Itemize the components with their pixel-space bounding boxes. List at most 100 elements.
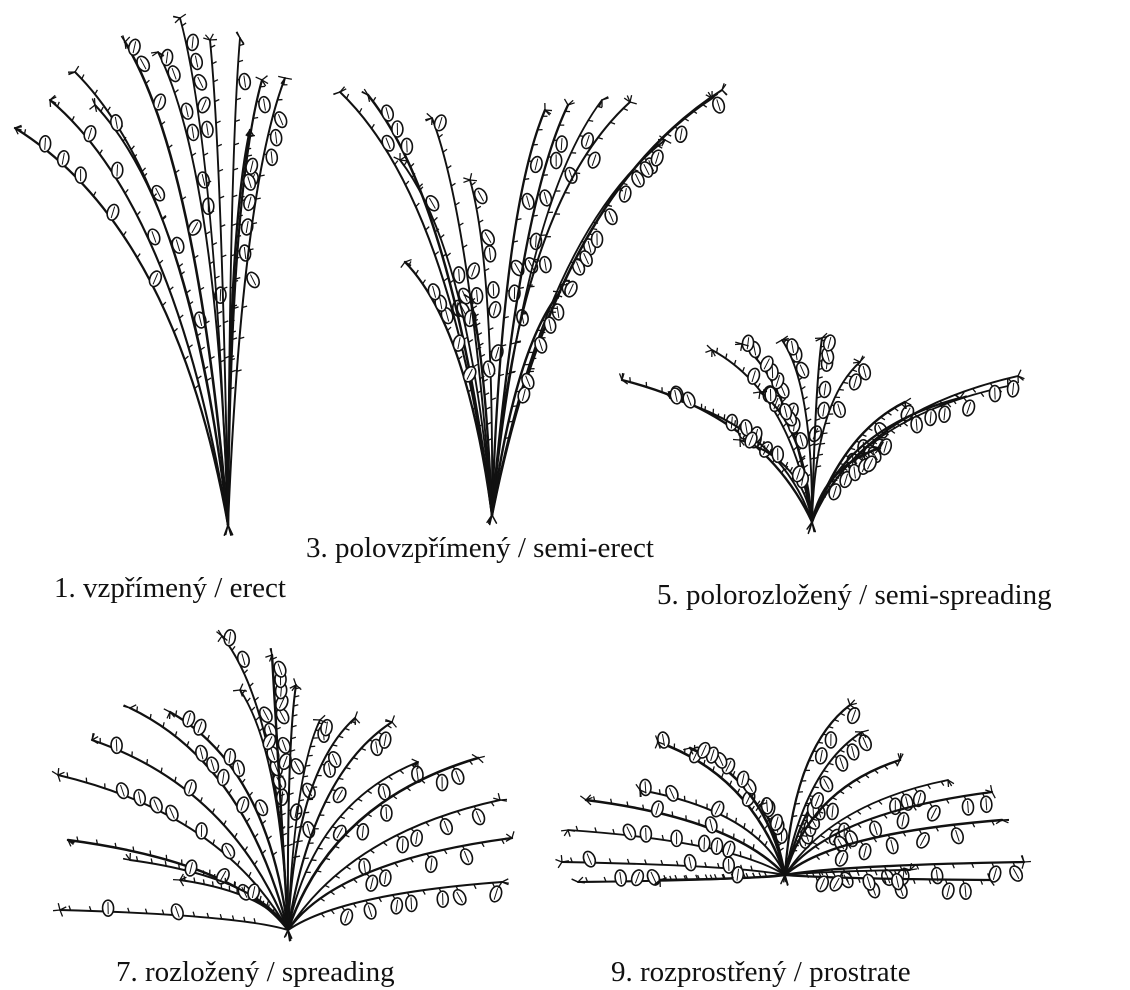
thorn: [353, 879, 357, 882]
thorn: [245, 847, 248, 851]
thorn: [510, 372, 515, 373]
tip-leaflet: [722, 90, 727, 95]
tip-leaflet: [992, 792, 995, 798]
thorn: [254, 861, 257, 865]
thorn: [726, 354, 727, 359]
thorn: [262, 850, 266, 854]
thorn: [255, 697, 259, 700]
thorn: [162, 302, 165, 306]
thorn: [820, 443, 825, 444]
thorn: [691, 840, 692, 845]
caption-erect: 1. vzpřímený / erect: [54, 574, 286, 603]
tip-leaflet: [478, 756, 485, 758]
thorn: [131, 146, 134, 150]
thorn: [325, 837, 330, 838]
tip-leaflet: [776, 340, 782, 343]
pod-seam: [116, 739, 117, 751]
thorn: [447, 253, 451, 256]
thorn: [736, 818, 737, 823]
thorn: [325, 885, 330, 887]
tip-leaflet: [470, 180, 477, 181]
thorn: [137, 211, 140, 215]
thorn: [752, 829, 753, 834]
thorn: [765, 841, 767, 846]
thorn: [865, 775, 869, 778]
tip-leaflet: [240, 684, 243, 690]
thorn: [244, 670, 247, 674]
thorn: [823, 433, 828, 434]
tip-leaflet: [630, 102, 637, 104]
thorn: [730, 781, 732, 786]
thorn: [175, 777, 176, 782]
thorn: [67, 772, 68, 777]
tip-leaflet: [470, 173, 472, 180]
plant-spreading: [52, 629, 514, 941]
thorn: [435, 252, 439, 255]
thorn: [894, 408, 898, 411]
thorn: [843, 382, 848, 383]
thorn: [346, 867, 350, 870]
tip-leaflet: [759, 392, 760, 399]
thorn: [361, 748, 366, 750]
thorn: [505, 438, 510, 439]
thorn: [108, 107, 111, 111]
thorn: [814, 787, 819, 788]
thorn: [524, 179, 529, 180]
thorn: [440, 235, 444, 238]
tip-leaflet: [427, 113, 432, 118]
tip-leaflet: [90, 105, 95, 109]
stem: [75, 72, 228, 525]
thorn: [426, 227, 430, 230]
thorn: [101, 107, 103, 111]
thorn: [170, 287, 174, 290]
tip-leaflet: [561, 855, 562, 862]
thorn: [321, 914, 324, 918]
tip-leaflet: [463, 180, 470, 182]
tip-leaflet: [854, 359, 860, 362]
thorn: [320, 898, 324, 901]
thorn: [839, 389, 844, 390]
thorn: [203, 879, 204, 884]
thorn: [342, 885, 346, 888]
tip-leaflet: [733, 439, 740, 440]
tip-leaflet: [545, 110, 552, 111]
tip-leaflet: [355, 711, 357, 718]
thorn: [879, 801, 882, 805]
thorn: [404, 161, 407, 165]
tip-leaflet: [75, 66, 79, 72]
thorn: [829, 763, 834, 764]
thorn: [684, 118, 688, 120]
caption-prostrate: 9. rozprostřený / prostrate: [611, 958, 911, 987]
thorn: [353, 758, 358, 760]
thorn: [598, 138, 603, 139]
thorn: [345, 835, 350, 837]
tip-leaflet: [210, 34, 213, 40]
tip-leaflet: [412, 759, 418, 762]
tip-leaflet: [630, 95, 632, 102]
tip-leaflet: [898, 753, 900, 760]
thorn: [847, 817, 851, 820]
tip-leaflet: [233, 690, 240, 691]
thorn: [298, 841, 303, 842]
thorn: [330, 892, 334, 895]
thorn: [137, 706, 138, 711]
thorn: [387, 725, 391, 728]
tip-leaflet: [580, 796, 586, 800]
thorn: [253, 117, 258, 118]
thorn: [623, 108, 628, 110]
tip-leaflet: [58, 903, 60, 910]
tip-leaflet: [478, 758, 483, 763]
thorn: [340, 817, 345, 819]
stem: [812, 376, 1018, 522]
tip-leaflet: [500, 800, 507, 801]
tip-leaflet: [553, 291, 560, 292]
tip-leaflet: [58, 772, 64, 775]
thorn: [174, 328, 178, 331]
thorn: [373, 97, 376, 101]
tip-leaflet: [555, 859, 562, 862]
thorn: [159, 260, 163, 263]
plant-prostrate: [555, 698, 1031, 900]
tip-leaflet: [753, 392, 760, 393]
thorn: [764, 825, 767, 829]
thorn: [717, 348, 718, 353]
